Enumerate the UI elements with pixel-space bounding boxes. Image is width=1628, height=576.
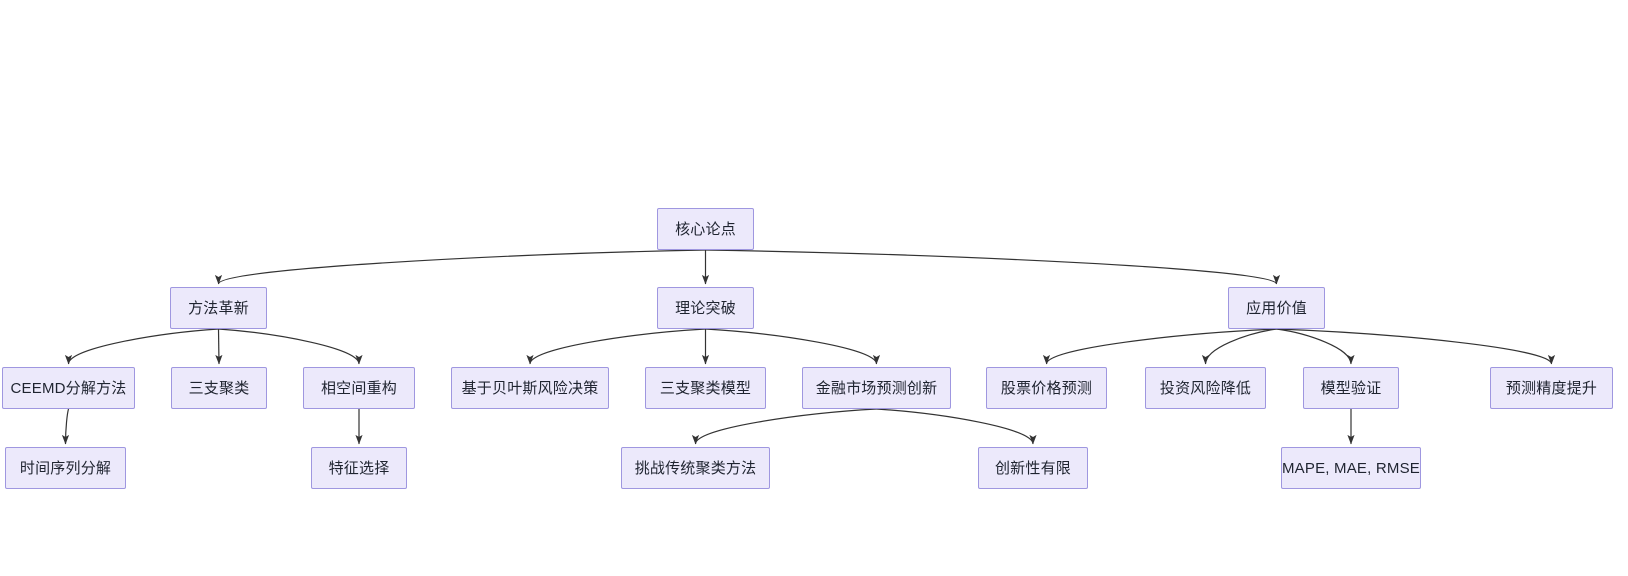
node-label: 应用价值 (1246, 299, 1307, 317)
edge-l1a-to-l2b (215, 328, 223, 365)
node-l2d[interactable]: 基于贝叶斯风险决策 (451, 367, 609, 409)
edge-l1a-to-l2a (64, 328, 219, 365)
edge-paths (61, 249, 1556, 445)
node-l3b[interactable]: 特征选择 (311, 447, 407, 489)
node-l3a[interactable]: 时间序列分解 (5, 447, 126, 489)
node-label: 时间序列分解 (19, 459, 112, 477)
edge-l1b-to-l2d (526, 328, 706, 365)
node-l2g[interactable]: 股票价格预测 (986, 367, 1107, 409)
edge-l2f-to-l3d (876, 408, 1037, 445)
node-label: CEEMD分解方法 (10, 379, 127, 397)
node-l3e[interactable]: MAPE, MAE, RMSE (1281, 447, 1421, 489)
node-label: 模型验证 (1320, 379, 1382, 397)
edge-root-to-l1a (215, 249, 706, 285)
node-l2c[interactable]: 相空间重构 (303, 367, 415, 409)
node-label: 方法革新 (188, 299, 249, 317)
edge-l1c-to-l2j (1276, 328, 1556, 365)
node-l3c[interactable]: 挑战传统聚类方法 (621, 447, 770, 489)
node-label: 创新性有限 (994, 459, 1071, 477)
edge-l1c-to-l2h (1201, 328, 1277, 365)
node-l3d[interactable]: 创新性有限 (978, 447, 1088, 489)
node-label: 预测精度提升 (1505, 379, 1598, 397)
node-label: 基于贝叶斯风险决策 (461, 379, 599, 397)
node-root[interactable]: 核心论点 (657, 208, 754, 250)
node-label: 相空间重构 (320, 379, 397, 397)
node-l2e[interactable]: 三支聚类模型 (645, 367, 766, 409)
node-l1a[interactable]: 方法革新 (170, 287, 267, 329)
node-l2b[interactable]: 三支聚类 (171, 367, 267, 409)
node-l2i[interactable]: 模型验证 (1303, 367, 1399, 409)
node-label: 挑战传统聚类方法 (634, 459, 757, 477)
node-l2h[interactable]: 投资风险降低 (1145, 367, 1266, 409)
node-label: 理论突破 (675, 299, 736, 317)
edge-root-to-l1c (705, 249, 1280, 285)
edge-l1a-to-l2c (218, 328, 363, 365)
node-l2j[interactable]: 预测精度提升 (1490, 367, 1613, 409)
node-label: 股票价格预测 (1000, 379, 1093, 397)
edge-l2f-to-l3c (691, 408, 877, 445)
node-label: 投资风险降低 (1159, 379, 1252, 397)
node-label: 特征选择 (328, 459, 390, 477)
edge-l1c-to-l2g (1042, 328, 1277, 365)
node-label: 核心论点 (675, 220, 736, 238)
node-l1c[interactable]: 应用价值 (1228, 287, 1325, 329)
node-l1b[interactable]: 理论突破 (657, 287, 754, 329)
node-l2a[interactable]: CEEMD分解方法 (2, 367, 135, 409)
node-l2f[interactable]: 金融市场预测创新 (802, 367, 951, 409)
node-label: MAPE, MAE, RMSE (1281, 459, 1421, 477)
node-label: 三支聚类模型 (659, 379, 752, 397)
edge-l2a-to-l3a (61, 408, 70, 445)
node-label: 金融市场预测创新 (815, 379, 938, 397)
edge-l1c-to-l2i (1276, 328, 1355, 365)
node-label: 三支聚类 (188, 379, 250, 397)
edge-l1b-to-l2f (705, 328, 881, 365)
